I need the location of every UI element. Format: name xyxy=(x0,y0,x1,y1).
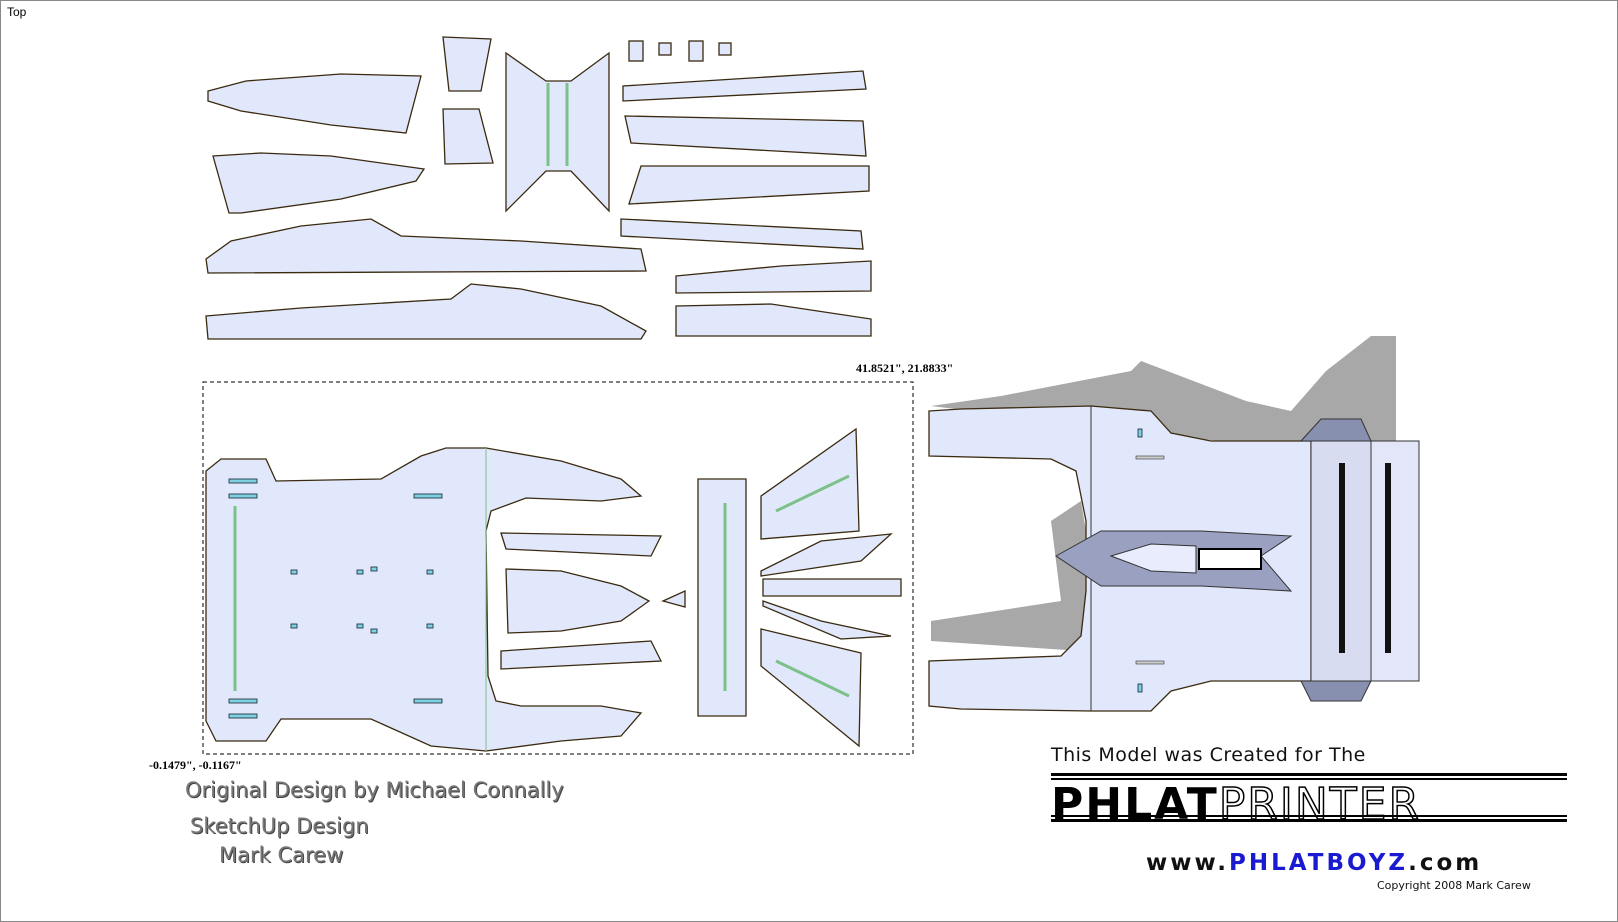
logo-rule xyxy=(1051,815,1567,817)
logo-tagline: This Model was Created for The xyxy=(1051,744,1366,766)
sketchup-design-credit: SketchUp Design xyxy=(190,814,369,838)
assembled-model-view[interactable] xyxy=(928,336,1420,712)
logo-word-solid: PHLAT xyxy=(1051,779,1219,830)
copyright-notice: Copyright 2008 Mark Carew xyxy=(1377,879,1531,892)
logo-wordmark: PHLATPRINTER xyxy=(1051,778,1422,831)
author-credit: Mark Carew xyxy=(219,843,344,867)
original-design-credit: Original Design by Michael Connally xyxy=(185,778,564,802)
max-corner-coordinate: 41.8521", 21.8833" xyxy=(856,361,954,375)
logo-rule xyxy=(1051,819,1567,822)
url-suffix: .com xyxy=(1408,850,1483,876)
url-prefix: www. xyxy=(1146,850,1230,876)
logo-rule xyxy=(1051,778,1567,780)
min-corner-coordinate: -0.1479", -0.1167" xyxy=(149,758,242,772)
url-brand: PHLATBOYZ xyxy=(1229,850,1409,876)
view-name-label: Top xyxy=(7,5,27,19)
selection-bounding-box xyxy=(202,381,914,755)
logo-rule xyxy=(1051,773,1567,776)
flat-parts-bottom[interactable] xyxy=(205,427,902,752)
logo-url: www.PHLATBOYZ.com xyxy=(1146,850,1482,876)
logo-word-outline: PRINTER xyxy=(1218,778,1422,831)
flat-parts-top[interactable] xyxy=(205,36,872,340)
